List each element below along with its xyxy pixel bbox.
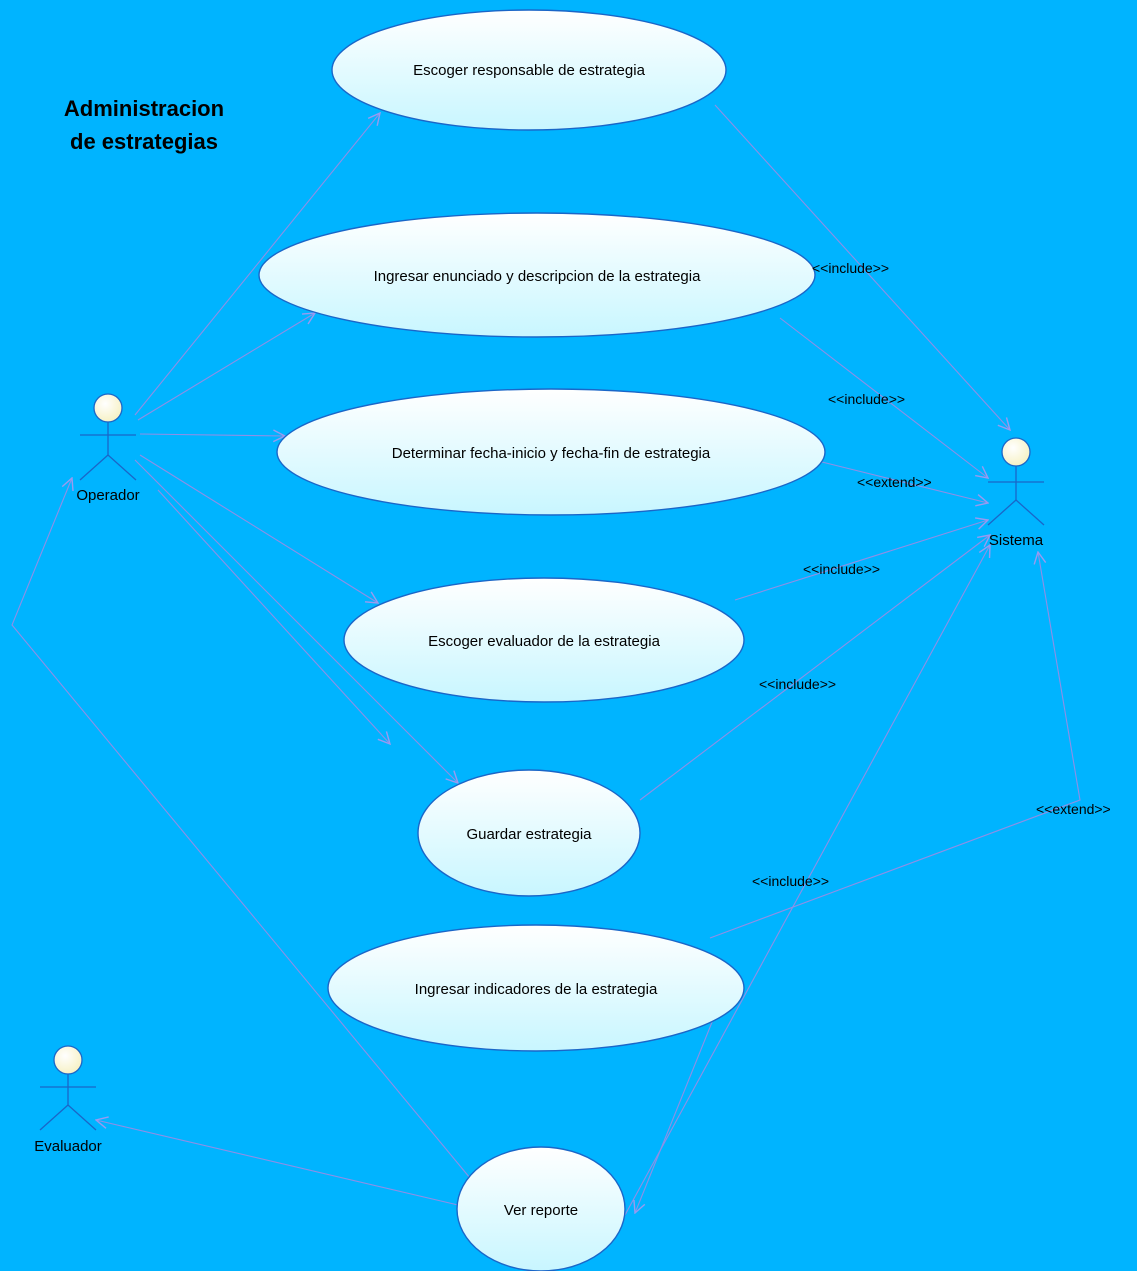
use-case-determinar-fechas[interactable]: Determinar fecha-inicio y fecha-fin de e… [276, 388, 826, 516]
actor-label: Evaluador [34, 1138, 102, 1155]
actor-label: Operador [76, 487, 139, 504]
include-label: <<include>> [752, 873, 829, 889]
include-label: <<include>> [828, 391, 905, 407]
actor-evaluador[interactable]: Evaluador [34, 1045, 102, 1155]
sistema-dependencies [624, 104, 1081, 1216]
dep-ingresar-indicadores-sistema [709, 552, 1081, 939]
assoc-ver-reporte-operador [11, 478, 471, 1179]
actor-head-icon [1001, 437, 1031, 467]
use-case-label: Guardar estrategia [466, 826, 592, 843]
use-case-ver-reporte[interactable]: Ver reporte [456, 1146, 626, 1271]
actor-label: Sistema [989, 532, 1044, 549]
dep-ver-reporte-sistema [624, 545, 990, 1216]
extend-label: <<extend>> [1036, 801, 1111, 817]
use-case-label: Ingresar enunciado y descripcion de la e… [374, 268, 702, 285]
dep-determinar-fechas-sistema [821, 461, 988, 503]
actor-head-icon [53, 1045, 83, 1075]
assoc-operador-ingresar-enunciado [137, 313, 315, 421]
use-case-label: Determinar fecha-inicio y fecha-fin de e… [392, 445, 711, 462]
use-case-escoger-evaluador[interactable]: Escoger evaluador de la estrategia [343, 577, 745, 703]
use-case-label: Escoger evaluador de la estrategia [428, 633, 660, 650]
dep-ingresar-enunciado-sistema [779, 317, 988, 478]
use-case-escoger-responsable[interactable]: Escoger responsable de estrategia [331, 9, 727, 131]
use-case-label: Ver reporte [504, 1202, 578, 1219]
use-case-label: Escoger responsable de estrategia [413, 62, 645, 79]
assoc-operador-escoger-evaluador [139, 454, 378, 603]
diagram-title-line-2: de estrategias [70, 129, 218, 154]
assoc-operador-escoger-responsable [134, 113, 380, 416]
use-case-ingresar-indicadores[interactable]: Ingresar indicadores de la estrategia [327, 924, 745, 1052]
assoc-operador-ingresar-indicadores [157, 489, 390, 744]
include-label: <<include>> [803, 561, 880, 577]
dep-guardar-sistema [639, 535, 990, 801]
include-label: <<include>> [812, 260, 889, 276]
dep-escoger-responsable-sistema [714, 104, 1010, 430]
use-case-guardar[interactable]: Guardar estrategia [417, 769, 641, 897]
actor-head-icon [93, 393, 123, 423]
diagram-title: Administracion de estrategias [34, 92, 254, 158]
actor-sistema[interactable]: Sistema [987, 437, 1045, 549]
assoc-ver-reporte-evaluador [96, 1120, 459, 1206]
use-case-label: Ingresar indicadores de la estrategia [415, 981, 658, 998]
dep-escoger-evaluador-sistema [734, 520, 988, 601]
assoc-operador-determinar-fechas [139, 434, 285, 436]
include-label: <<include>> [759, 676, 836, 692]
extend-label: <<extend>> [857, 474, 932, 490]
actor-operador[interactable]: Operador [76, 393, 140, 504]
dep-ingresar-indicadores-ver-reporte [635, 989, 726, 1213]
use-case-ingresar-enunciado[interactable]: Ingresar enunciado y descripcion de la e… [258, 212, 816, 338]
assoc-operador-guardar [134, 459, 458, 783]
diagram-title-line-1: Administracion [63, 96, 225, 121]
operador-associations [11, 113, 471, 1206]
